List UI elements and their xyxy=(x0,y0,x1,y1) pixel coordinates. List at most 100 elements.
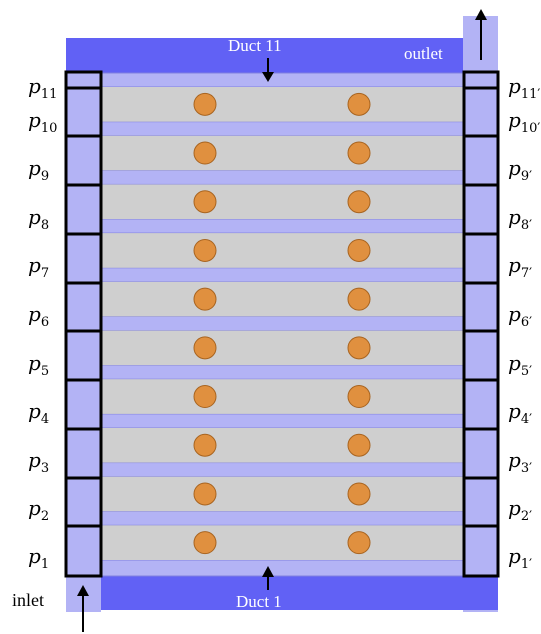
pressure-symbol: p xyxy=(28,544,41,568)
left-pressure-label: p1 xyxy=(28,546,49,575)
pressure-symbol: p xyxy=(508,205,521,229)
left-pressure-label: p9 xyxy=(28,158,49,187)
inlet-channel xyxy=(66,72,101,612)
cell-row xyxy=(101,427,463,463)
cooling-channel xyxy=(100,413,464,429)
pressure-index: 9′ xyxy=(520,169,533,184)
battery-cell xyxy=(347,531,371,555)
pressure-index: 1′ xyxy=(520,557,533,572)
pressure-symbol: p xyxy=(508,351,521,375)
battery-cell xyxy=(193,190,217,214)
manifold-boxes xyxy=(64,70,500,578)
pressure-symbol: p xyxy=(28,302,41,326)
pressure-symbol: p xyxy=(28,496,41,520)
pressure-symbol: p xyxy=(508,448,521,472)
left-pressure-label: p10 xyxy=(28,110,57,139)
cell-row xyxy=(101,379,463,414)
right-pressure-label: p8′ xyxy=(508,207,532,236)
battery-cell xyxy=(347,433,371,457)
pressure-index: 2′ xyxy=(520,509,533,524)
pressure-index: 5 xyxy=(40,364,50,379)
duct-11-label: Duct 11 xyxy=(228,36,282,55)
battery-cell xyxy=(347,141,371,165)
pressure-index: 5′ xyxy=(520,364,533,379)
right-pressure-label: p7′ xyxy=(508,255,532,284)
pressure-symbol: p xyxy=(508,302,521,326)
battery-cell xyxy=(193,385,217,409)
pressure-symbol: p xyxy=(28,253,41,277)
cooling-channel xyxy=(100,559,464,577)
arrow-inlet xyxy=(77,585,89,632)
cooling-channel xyxy=(100,364,464,380)
pressure-index: 11′ xyxy=(520,87,541,102)
pressure-index: 2 xyxy=(40,509,50,524)
left-pressure-label: p2 xyxy=(28,498,49,527)
cell-row xyxy=(101,233,463,268)
right-pressure-label: p6′ xyxy=(508,304,532,333)
pressure-index: 1 xyxy=(40,557,50,572)
battery-cell xyxy=(193,336,217,360)
pressure-symbol: p xyxy=(508,496,521,520)
left-pressure-label: p7 xyxy=(28,255,49,284)
battery-cell xyxy=(193,92,217,116)
arrow-outlet xyxy=(475,9,487,60)
battery-cell xyxy=(193,433,217,457)
pressure-index: 6 xyxy=(40,315,50,330)
outlet-label: outlet xyxy=(404,44,443,63)
arrow-duct-bottom xyxy=(262,566,274,590)
pressure-symbol: p xyxy=(28,205,41,229)
pressure-symbol: p xyxy=(28,351,41,375)
pressure-symbol: p xyxy=(28,108,41,132)
pressure-index: 10 xyxy=(40,121,58,136)
pressure-symbol: p xyxy=(28,399,41,423)
inlet-manifold-outline xyxy=(64,70,103,578)
cooling-channel xyxy=(100,462,464,478)
left-pressure-label: p5 xyxy=(28,353,49,382)
cell-row xyxy=(101,525,463,560)
cooling-channel xyxy=(100,510,464,526)
battery-cell xyxy=(347,385,371,409)
right-pressure-label: p2′ xyxy=(508,498,532,527)
pressure-index: 7 xyxy=(40,266,50,281)
pressure-symbol: p xyxy=(508,399,521,423)
pressure-symbol: p xyxy=(508,544,521,568)
cell-row xyxy=(101,184,463,220)
right-pressure-label: p5′ xyxy=(508,353,532,382)
left-pressure-label: p6 xyxy=(28,304,49,333)
pressure-symbol: p xyxy=(28,74,41,98)
battery-cell xyxy=(347,190,371,214)
pressure-index: 4 xyxy=(40,412,50,427)
cooling-channel xyxy=(100,316,464,331)
pressure-symbol: p xyxy=(28,448,41,472)
left-pressure-label: p3 xyxy=(28,450,49,479)
battery-cell xyxy=(347,482,371,506)
cell-row xyxy=(101,476,463,512)
pressure-index: 3′ xyxy=(520,461,533,476)
pressure-index: 7′ xyxy=(520,266,533,281)
cell-row xyxy=(101,330,463,366)
right-pressure-label: p4′ xyxy=(508,401,532,430)
cooling-channel xyxy=(100,267,464,283)
pressure-index: 10′ xyxy=(520,121,541,136)
battery-cell xyxy=(347,238,371,262)
cooling-channel xyxy=(100,72,464,88)
cell-row xyxy=(101,135,463,171)
pressure-symbol: p xyxy=(28,156,41,180)
cell-row xyxy=(101,87,463,122)
pressure-index: 8′ xyxy=(520,218,533,233)
right-pressure-label: p3′ xyxy=(508,450,532,479)
battery-cell xyxy=(347,92,371,116)
battery-cell xyxy=(193,287,217,311)
inlet-label: inlet xyxy=(12,590,44,610)
pressure-index: 4′ xyxy=(520,412,533,427)
pressure-symbol: p xyxy=(508,253,521,277)
pressure-index: 6′ xyxy=(520,315,533,330)
right-pressure-label: p11′ xyxy=(508,76,540,105)
cooling-channel xyxy=(100,218,464,234)
left-pressure-label: p8 xyxy=(28,207,49,236)
pressure-index: 3 xyxy=(40,461,50,476)
right-pressure-label: p9′ xyxy=(508,158,532,187)
cooling-channel xyxy=(100,169,464,185)
pressure-index: 8 xyxy=(40,218,50,233)
